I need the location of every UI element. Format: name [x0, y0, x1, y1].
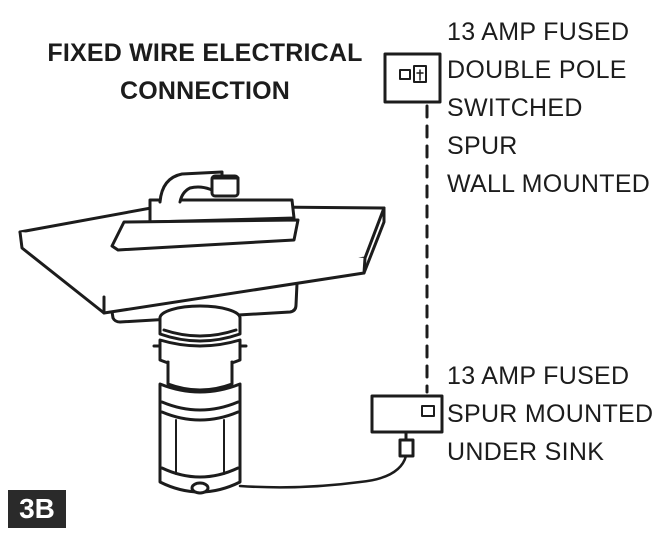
wall-spur-label: 13 AMP FUSED DOUBLE POLE SWITCHED SPUR W… — [447, 13, 654, 203]
sink-tap — [158, 170, 240, 204]
under-sink-spur-label: 13 AMP FUSED SPUR MOUNTED UNDER SINK — [447, 357, 653, 471]
figure-badge: 3B — [8, 490, 66, 528]
waste-disposer-unit — [152, 304, 248, 495]
title-line: FIXED WIRE ELECTRICAL — [47, 39, 363, 67]
sink-bowl — [110, 198, 300, 252]
wall-spur-label-line: DOUBLE POLE — [447, 56, 627, 84]
appliance-cable — [238, 454, 408, 489]
wall-spur-label-line: SWITCHED SPUR — [447, 94, 583, 160]
under-sink-spur-label-line: 13 AMP FUSED — [447, 362, 630, 390]
under-sink-spur-label-line: UNDER SINK — [447, 438, 605, 466]
flex-outlet-plug — [398, 430, 415, 458]
wall-spur-label-line: WALL MOUNTED — [447, 170, 651, 198]
wall-switched-spur — [383, 52, 442, 104]
diagram-title: FIXED WIRE ELECTRICAL CONNECTION — [20, 34, 390, 110]
title-line: CONNECTION — [119, 77, 291, 105]
under-sink-spur-label-line: SPUR MOUNTED — [447, 400, 654, 428]
under-sink-fused-spur — [370, 394, 444, 434]
wall-spur-label-line: 13 AMP FUSED — [447, 18, 630, 46]
